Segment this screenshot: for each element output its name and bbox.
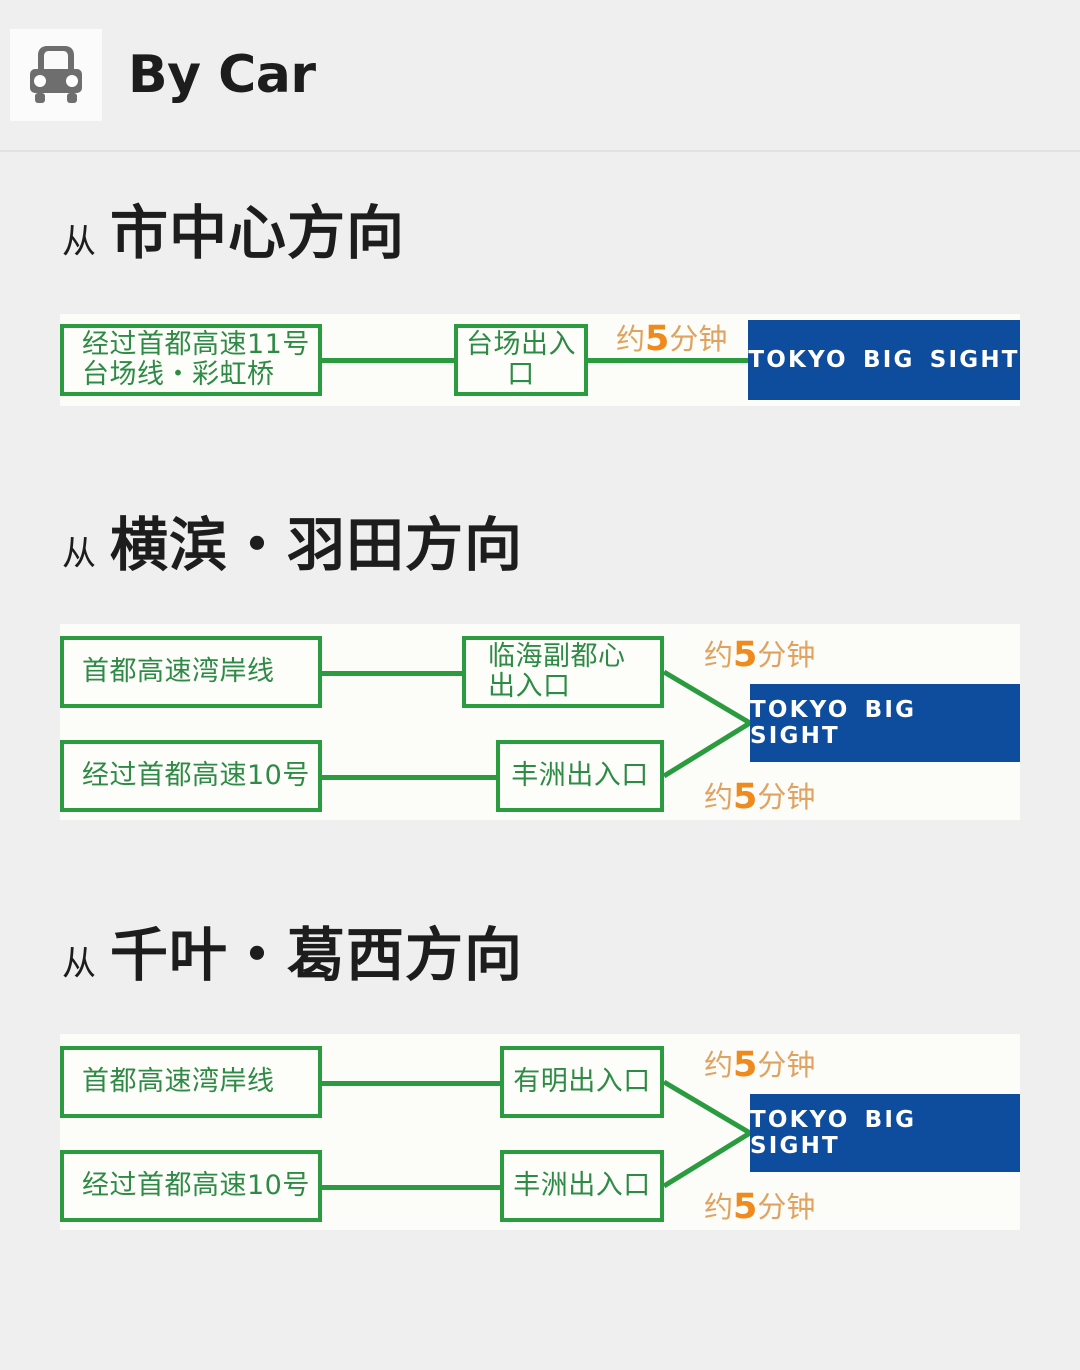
route-box-exit-2-1[interactable]: 临海副都心 出入口: [462, 636, 664, 708]
route-box-exit-2-2[interactable]: 丰洲出入口: [496, 740, 664, 812]
time-number-1: 5: [645, 319, 670, 359]
logo-label-3: TOKYO BIG SIGHT: [750, 1107, 917, 1159]
destination-logo-2[interactable]: TOKYO BIG SIGHT: [750, 684, 1020, 762]
time-prefix-1: 约: [616, 322, 646, 356]
time-number-3-2: 5: [733, 1187, 758, 1227]
section-heading-2: 从 横滨・羽田方向: [0, 406, 1080, 574]
page-header: By Car: [0, 0, 1080, 152]
route-diagram-1: 经过首都高速11号 台场线・彩虹桥 台场出入口 约5分钟 TOKYO BIG S…: [60, 314, 1020, 406]
route-box-exit-3-2[interactable]: 丰洲出入口: [500, 1150, 664, 1222]
logo-label-2: TOKYO BIG SIGHT: [750, 697, 917, 749]
time-prefix-3-1: 约: [704, 1048, 734, 1082]
page-title: By Car: [128, 45, 316, 105]
route-box-origin-3-1[interactable]: 首都高速湾岸线: [60, 1046, 322, 1118]
time-prefix-2-2: 约: [704, 780, 734, 814]
time-number-3-1: 5: [733, 1045, 758, 1085]
time-suffix-2-1: 分钟: [757, 638, 816, 672]
travel-time-3-2: 约5分钟: [704, 1190, 815, 1225]
route-box-exit-1[interactable]: 台场出入口: [454, 324, 588, 396]
route-box-origin-2-2[interactable]: 经过首都高速10号: [60, 740, 322, 812]
travel-time-1: 约5分钟: [616, 322, 727, 357]
time-number-2-2: 5: [733, 777, 758, 817]
logo-label-1: TOKYO BIG SIGHT: [748, 347, 1020, 373]
route-diagram-3: 首都高速湾岸线 经过首都高速10号 有明出入口 丰洲出入口 约5分钟 约5分钟 …: [60, 1034, 1020, 1230]
time-suffix-2-2: 分钟: [757, 780, 816, 814]
section-city-center: 从 市中心方向 经过首都高速11号 台场线・彩虹桥 台场出入口 约5分钟 TOK…: [0, 152, 1080, 406]
section-heading-1: 从 市中心方向: [0, 152, 1080, 262]
from-label-2: 从: [62, 534, 96, 574]
section-yokohama-haneda: 从 横滨・羽田方向 首都高速湾岸线 经过首都高速10号 临海副都心 出入口 丰洲…: [0, 406, 1080, 820]
time-suffix-3-1: 分钟: [757, 1048, 816, 1082]
from-label-3: 从: [62, 944, 96, 984]
route-box-origin-1[interactable]: 经过首都高速11号 台场线・彩虹桥: [60, 324, 322, 396]
connector-line-2b: [318, 775, 500, 780]
section-title-1: 市中心方向: [110, 199, 406, 267]
destination-logo-3[interactable]: TOKYO BIG SIGHT: [750, 1094, 1020, 1172]
connector-line-3b: [318, 1185, 504, 1190]
destination-logo-1[interactable]: TOKYO BIG SIGHT: [748, 320, 1020, 400]
time-prefix-3-2: 约: [704, 1190, 734, 1224]
connector-line-1b: [584, 358, 748, 363]
time-suffix-3-2: 分钟: [757, 1190, 816, 1224]
route-box-origin-2-1[interactable]: 首都高速湾岸线: [60, 636, 322, 708]
time-prefix-2-1: 约: [704, 638, 734, 672]
from-label-1: 从: [62, 222, 96, 262]
section-heading-3: 从 千叶・葛西方向: [0, 820, 1080, 984]
connector-line-2a: [318, 671, 466, 676]
travel-time-3-1: 约5分钟: [704, 1048, 815, 1083]
car-front-icon: [10, 29, 102, 121]
connector-line-3a: [318, 1081, 504, 1086]
route-box-exit-3-1[interactable]: 有明出入口: [500, 1046, 664, 1118]
connector-line-1a: [318, 358, 458, 363]
time-number-2-1: 5: [733, 635, 758, 675]
section-chiba-kasai: 从 千叶・葛西方向 首都高速湾岸线 经过首都高速10号 有明出入口 丰洲出入口 …: [0, 820, 1080, 1230]
section-title-3: 千叶・葛西方向: [110, 921, 524, 989]
time-suffix-1: 分钟: [669, 322, 728, 356]
route-diagram-2: 首都高速湾岸线 经过首都高速10号 临海副都心 出入口 丰洲出入口 约5分钟 约…: [60, 624, 1020, 820]
travel-time-2-2: 约5分钟: [704, 780, 815, 815]
section-title-2: 横滨・羽田方向: [110, 511, 524, 579]
route-box-origin-3-2[interactable]: 经过首都高速10号: [60, 1150, 322, 1222]
travel-time-2-1: 约5分钟: [704, 638, 815, 673]
